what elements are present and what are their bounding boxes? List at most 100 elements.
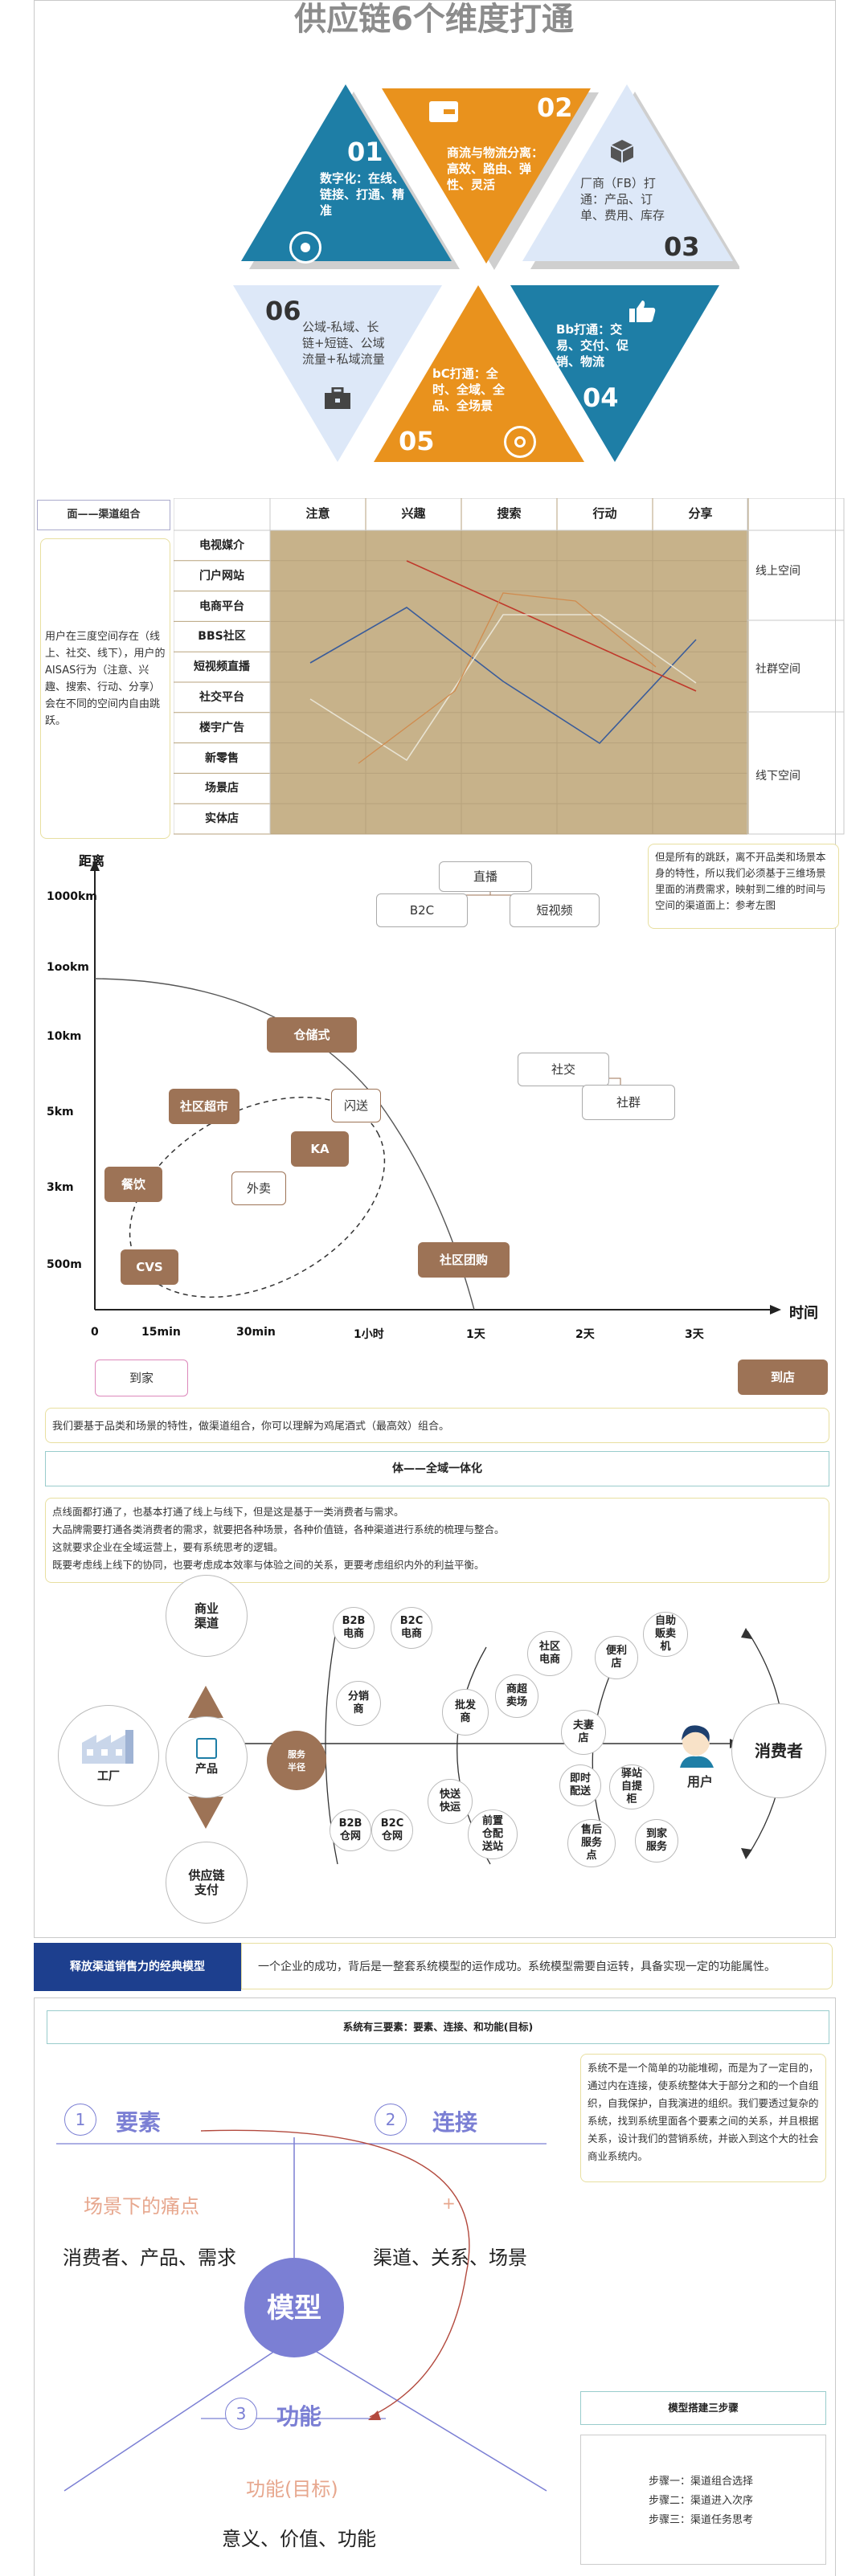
network-node-14: 驿站自提柜 xyxy=(609,1764,654,1809)
network-node-label-15: 售后服务点 xyxy=(580,1824,602,1862)
wallet-icon xyxy=(429,101,458,122)
el2-num: 2 xyxy=(375,2104,407,2136)
step-2: 步骤二：渠道进入次序 xyxy=(649,2495,754,2507)
model-note-box: 系统不是一个简单的功能堆砌，而是为了一定目的，通过内在连接，使系统整体大于部分之… xyxy=(580,2054,826,2182)
node-factory-label: 工厂 xyxy=(97,1769,120,1783)
tri-03-num: 03 xyxy=(664,231,700,262)
label-community: 社群空间 xyxy=(755,663,800,676)
triangle-05 xyxy=(374,285,584,462)
body-note: 点线面都打通了，也基本打通了线上与线下，但是这是基于一类消费者与需求。 大品牌需… xyxy=(52,1503,821,1574)
node-service-radius-label: 服务半径 xyxy=(288,1749,305,1773)
matrix-col-4: 分享 xyxy=(688,506,713,521)
x-tick-5: 2天 xyxy=(575,1328,595,1341)
shutter-icon xyxy=(504,426,536,458)
box-flash: 闪送 xyxy=(331,1089,381,1122)
network-node-6: 便利店 xyxy=(595,1636,638,1679)
x-tick-4: 1天 xyxy=(466,1328,485,1341)
matrix-row-5: 社交平台 xyxy=(199,691,244,704)
steps-box: 步骤一：渠道组合选择 步骤二：渠道进入次序 步骤三：渠道任务思考 xyxy=(580,2435,826,2565)
box-cvs: CVS xyxy=(121,1249,178,1285)
matrix-row-8: 场景店 xyxy=(205,782,239,795)
box-b2c: B2C xyxy=(376,893,468,927)
network-node-label-9: B2B仓网 xyxy=(338,1818,362,1842)
matrix-row-0: 电视媒介 xyxy=(199,539,244,552)
matrix-row-3: BBS社区 xyxy=(198,630,246,644)
el2-plus: + xyxy=(442,2194,456,2213)
x-tick-6: 3天 xyxy=(685,1328,704,1341)
body-note-line-1: 点线面都打通了，也基本打通了线上与线下，但是这是基于一类消费者与需求。 xyxy=(52,1506,404,1518)
triangle-01 xyxy=(241,84,452,261)
matrix-side-box xyxy=(40,538,170,839)
tri-02-num: 02 xyxy=(537,92,573,123)
tri-04-num: 04 xyxy=(583,382,619,413)
network-node-label-0: B2B电商 xyxy=(342,1615,366,1640)
network-node-16: 到家服务 xyxy=(635,1819,678,1862)
matrix-col-3: 行动 xyxy=(592,506,617,521)
network-node-1: B2C电商 xyxy=(391,1607,432,1649)
triangle-diagram xyxy=(233,84,739,462)
network-node-label-1: B2C电商 xyxy=(399,1615,424,1640)
triangle-06 xyxy=(233,285,442,462)
network-node-7: 自助贩卖机 xyxy=(643,1612,688,1657)
network-node-10: B2C仓网 xyxy=(371,1809,413,1851)
upper-frame xyxy=(34,0,836,1938)
tri-03-text: 厂商（FB）打通：产品、订单、费用、库存 xyxy=(580,176,665,223)
model-header: 系统有三要素：要素、连接、和功能(目标) xyxy=(47,2010,829,2044)
lower-frame xyxy=(34,1997,836,2576)
body-note-line-2: 大品牌需要打通各类消费者的需求，就要把各种场景，各种价值链，各种渠道进行系统的梳… xyxy=(52,1523,505,1535)
box-ka: KA xyxy=(291,1131,349,1167)
summary-box: 我们要基于品类和场景的特性，做渠道组合，你可以理解为鸡尾酒式（最高效）组合。 xyxy=(45,1408,829,1443)
label-offline: 线下空间 xyxy=(755,770,800,783)
triangle-03 xyxy=(522,84,733,261)
steps-list: 步骤一：渠道组合选择 步骤二：渠道进入次序 步骤三：渠道任务思考 xyxy=(649,2472,753,2530)
step-1: 步骤一：渠道组合选择 xyxy=(649,2476,754,2488)
triangle-02 xyxy=(382,88,591,264)
matrix-row-2: 电商平台 xyxy=(199,599,244,613)
tri-06-text: 公域-私域、长链+短链、公域流量+私域流量 xyxy=(302,320,385,366)
page-title: 供应链6个维度打通 xyxy=(294,1,574,38)
el2-items: 渠道、关系、场景 xyxy=(373,2247,527,2269)
node-service-radius: 服务半径 xyxy=(267,1731,326,1790)
factory-wrap: 工厂 xyxy=(80,1728,137,1784)
y-tick-1: 1ookm xyxy=(47,961,89,974)
el3-title: 功能 xyxy=(276,2403,322,2430)
network-node-2: 分销商 xyxy=(336,1681,381,1726)
network-node-0: B2B电商 xyxy=(333,1607,375,1649)
model-banner-right: 一个企业的成功，背后是一整套系统模型的运作成功。系统模型需要自运转，具备实现一定… xyxy=(241,1943,833,1989)
node-business-channel: 商业渠道 xyxy=(166,1575,248,1657)
path-blue xyxy=(309,607,697,745)
matrix-row-6: 楼宇广告 xyxy=(199,721,244,734)
y-tick-5: 500m xyxy=(47,1258,82,1271)
box-community: 社群 xyxy=(582,1085,675,1120)
matrix-side-note: 用户在三度空间存在（线上、社交、线下），用户的AISAS行为（注意、兴趣、搜索、… xyxy=(45,631,166,727)
box-warehouse: 仓储式 xyxy=(267,1017,357,1053)
network-node-12: 前置仓配送站 xyxy=(468,1809,518,1859)
tri-05-text: bC打通：全时、全域、全品、全场景 xyxy=(432,366,506,413)
network-node-label-4: 商超卖场 xyxy=(506,1683,527,1708)
model-diagram xyxy=(56,2129,547,2492)
network-node-3: 批发商 xyxy=(442,1689,489,1736)
label-online: 线上空间 xyxy=(755,565,800,578)
tri-05-num: 05 xyxy=(399,426,435,456)
chart-note: 但是所有的跳跃，离不开品类和场景本身的特性，所以我们必须基于三维场景里面的消费需… xyxy=(655,851,826,911)
triangle-04 xyxy=(510,285,719,462)
body-header: 体——全域一体化 xyxy=(45,1451,829,1486)
network-node-label-16: 到家服务 xyxy=(645,1828,667,1853)
box-short-video: 短视频 xyxy=(510,893,600,927)
y-tick-4: 3km xyxy=(47,1181,74,1194)
network-node-label-8: 夫妻店 xyxy=(572,1719,594,1744)
model-center: 模型 xyxy=(267,2292,321,2325)
matrix-col-2: 搜索 xyxy=(497,506,522,521)
network-node-label-3: 批发商 xyxy=(454,1699,476,1724)
tri-04-text: Bb打通：交易、交付、促销、物流 xyxy=(556,322,629,369)
network-node-9: B2B仓网 xyxy=(330,1809,371,1851)
matrix-row-4: 短视频直播 xyxy=(194,660,250,674)
x-tick-3: 1小时 xyxy=(354,1328,384,1341)
network-node-label-5: 社区电商 xyxy=(538,1641,560,1666)
user-avatar: 用户 xyxy=(672,1719,728,1789)
el1-num: 1 xyxy=(64,2104,96,2136)
user-avatar-icon xyxy=(680,1725,714,1768)
node-supply-payment-label: 供应链支付 xyxy=(188,1868,225,1897)
y-tick-0: 1000km xyxy=(47,890,97,903)
node-product-label: 产品 xyxy=(195,1763,218,1776)
